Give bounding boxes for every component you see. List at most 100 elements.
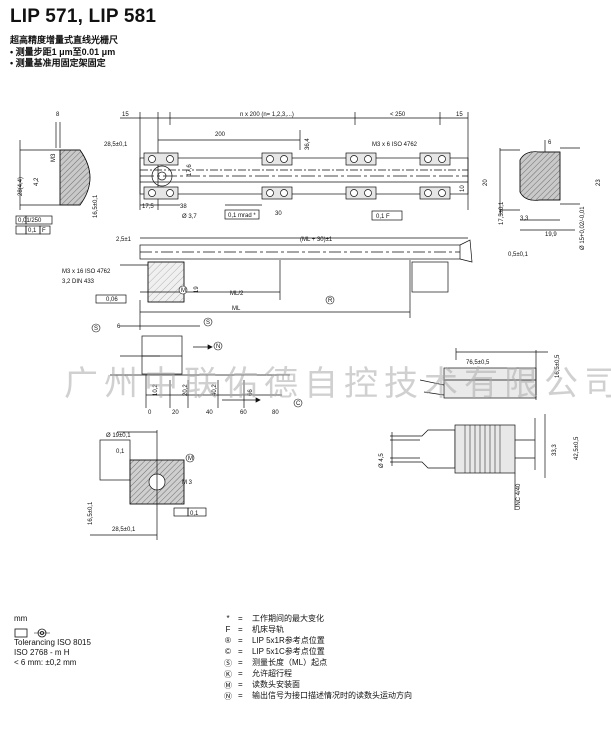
dim-19-9: 19,9 [545,232,557,238]
dim-10: 10 [460,185,466,192]
legend-text: 工作期间的最大变化 [252,614,324,623]
page-subtitle: 超高精度增量式直线光栅尺 [10,35,119,45]
legend-equals: = [238,669,243,678]
legend-text: LIP 5x1C参考点位置 [252,647,325,656]
ref-m-2: M [188,456,193,462]
dim-15b: 15 [456,112,463,118]
dim-33-3: 33,3 [552,444,558,456]
watermark-text: 广州中联佑德自控技术有限公司 [64,364,611,404]
ref-s-2: S [206,320,210,326]
tol-parallel: 0,1 [28,228,37,234]
dim-40-2: 40,2 [212,384,218,396]
dim-17-5: 17,5 [142,204,154,210]
legend-symbol: © [225,647,231,656]
legend-symbol: Ⓢ [224,659,232,668]
dim-200: 200 [215,132,226,138]
dim-16-5c: 16,5±0,5 [555,354,561,378]
dim-3-7: Ø 3,7 [182,214,197,220]
ref-s-1: S [94,326,98,332]
tolerancing-line-3: < 6 mm: ±0,2 mm [14,658,77,667]
dim-28: 28(4,4) [18,177,24,196]
ref-m-1: M [181,288,186,294]
legend-symbol: ® [225,636,231,645]
tick-40: 40 [206,410,213,416]
dim-lt250: < 250 [390,112,406,118]
legend-text: 输出信号为接口描述情况时的读数头运动方向 [252,691,412,700]
tolerancing-line-1: Tolerancing ISO 8015 [14,638,91,647]
dim-20-2: 20,2 [183,384,189,396]
legend-text: LIP 5x1R参考点位置 [252,636,325,645]
legend-text: 允许超行程 [252,669,292,678]
dim-19: 19 [194,286,200,293]
dim-17-5b: 17,5±0,1 [499,201,505,225]
dim-m3: M3 [51,153,57,162]
dim-0-06: 0,06 [106,297,118,303]
dim-2-5: 2,5±1 [116,237,132,243]
ref-c: C [296,401,301,407]
unit-label: mm [14,614,28,623]
dim-42-5: 42,5±0,5 [574,436,580,460]
ref-r: R [328,298,333,304]
feature-bullet-1: • 测量步距1 μm至0.01 μm [10,47,116,57]
dim-19-dia: Ø 19±0,1 [106,433,131,439]
tol-ref-f: F [42,228,46,234]
dim-15a: 15 [122,112,129,118]
tick-80: 80 [272,410,279,416]
legend-equals: = [238,625,243,634]
dim-ml: ML [232,306,241,312]
legend-symbol: Ⓝ [224,692,232,701]
dim-ml-half: ML/2 [230,291,244,297]
legend-equals: = [238,647,243,656]
projection-symbol-icon [14,626,54,638]
dim-16-5b: 16,5±0,1 [88,501,94,525]
dim-28-5b: 28,5±0,1 [112,527,136,533]
dim-8: 8 [56,112,60,118]
dim-10-2: 10,2 [153,384,159,396]
legend-text: 测量长度（ML）起点 [252,658,328,667]
dim-28-5: 28,5±0,1 [104,142,128,148]
tick-20: 20 [172,410,179,416]
dim-unc: UNC 4/40 [516,483,522,510]
dim-4-2: 4,2 [34,177,40,186]
dim-76-5: 76,5±0,5 [466,360,490,366]
dim-f01: 0,1 F [376,214,390,220]
legend-equals: = [238,614,243,623]
dim-66: 66 [248,389,254,396]
dim-ml-plus-30: (ML + 30)±1 [300,237,333,243]
dim-20: 20 [483,179,489,186]
legend-symbol: * [226,614,230,623]
legend-symbol: Ⓜ [224,681,232,690]
legend-equals: = [238,636,243,645]
dim-0-1c: 0,1 [190,511,199,517]
dim-6: 6 [548,140,552,146]
dim-din433: 3,2 DIN 433 [62,279,95,285]
dim-6b: 6 [117,324,121,330]
dim-0-1b: 0,1 [116,449,125,455]
ref-n: N [216,344,220,350]
tick-60: 60 [240,410,247,416]
feature-bullet-2: • 测量基准用固定架固定 [10,58,106,68]
dim-17-6: 17,6 [187,164,193,176]
page-title: LIP 571, LIP 581 [10,6,157,27]
legend-text: 机床导轨 [252,625,284,634]
tick-0: 0 [148,410,152,416]
dim-m3x16: M3 x 16 ISO 4762 [62,269,111,275]
dim-3-3: 3,3 [520,216,529,222]
dim-38: 38 [180,204,187,210]
dim-0-5: 0,5±0,1 [508,252,529,258]
tol-flatness: 0,01/250 [18,218,42,224]
legend-text: 读数头安装面 [252,680,300,689]
legend-symbol: Ⓚ [224,670,232,679]
legend-equals: = [238,658,243,667]
dim-15-dia: Ø 15+0,02/-0,01 [580,206,586,250]
dim-16-5: 16,5±0,1 [93,194,99,218]
dim-23: 23 [596,179,602,186]
dim-n200: n x 200 (n= 1,2,3,...) [240,112,294,118]
dim-m3b: M 3 [182,480,193,486]
legend-equals: = [238,680,243,689]
dim-36-4: 36,4 [305,138,311,150]
dim-mrad: 0,1 mrad * [228,213,256,219]
dim-4-5-dia: Ø 4,5 [379,453,385,468]
tolerancing-line-2: ISO 2768 - m H [14,648,70,657]
